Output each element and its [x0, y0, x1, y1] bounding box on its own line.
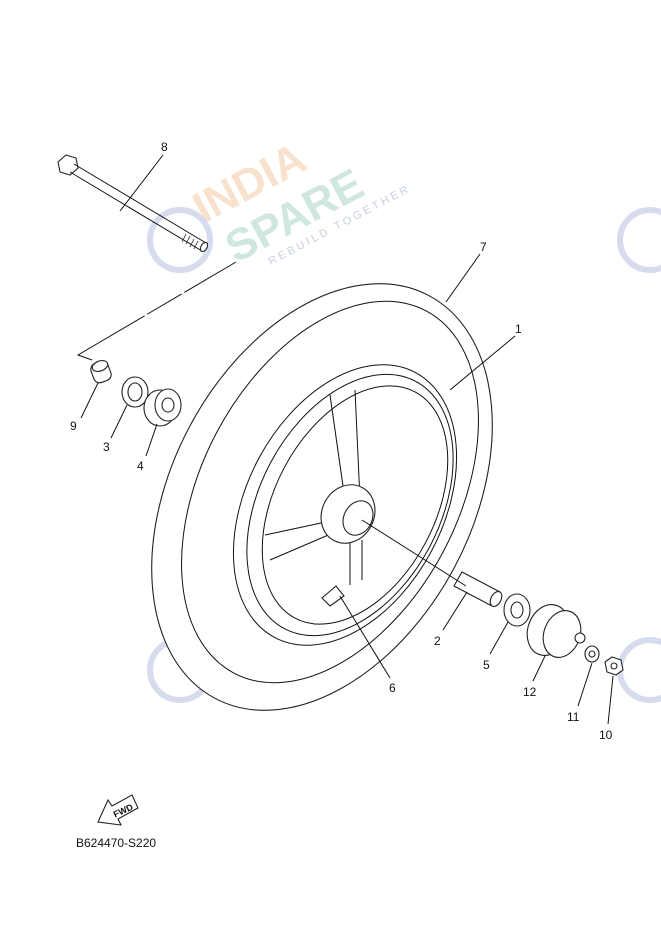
collar [90, 360, 112, 384]
bearing-right [503, 593, 531, 627]
washer [584, 645, 600, 663]
axle-bolt [57, 154, 209, 253]
callout-9: 9 [70, 419, 77, 433]
oil-seal [121, 376, 149, 408]
callout-12: 12 [523, 685, 537, 699]
nut [604, 656, 624, 676]
callout-8: 8 [161, 140, 168, 154]
callout-4: 4 [137, 459, 144, 473]
callout-3: 3 [103, 440, 110, 454]
wheel [151, 283, 493, 711]
callout-7: 7 [480, 240, 487, 254]
callout-6: 6 [389, 681, 396, 695]
spacer [453, 571, 503, 607]
callout-10: 10 [599, 728, 613, 742]
callout-1: 1 [515, 322, 522, 336]
callout-5: 5 [483, 658, 490, 672]
diagram-code: B624470-S220 [76, 836, 156, 850]
callout-11: 11 [567, 710, 580, 724]
gear-unit [526, 604, 586, 658]
callouts: 8 7 1 9 3 4 2 5 6 12 11 10 [70, 140, 613, 742]
bearing-left [143, 388, 182, 427]
callout-2: 2 [434, 634, 441, 648]
leader-lines [80, 154, 614, 725]
watermark-top: INDIA SPARE REBUILD TOGETHER [185, 133, 413, 272]
fwd-arrow-icon: FWD [97, 794, 139, 826]
